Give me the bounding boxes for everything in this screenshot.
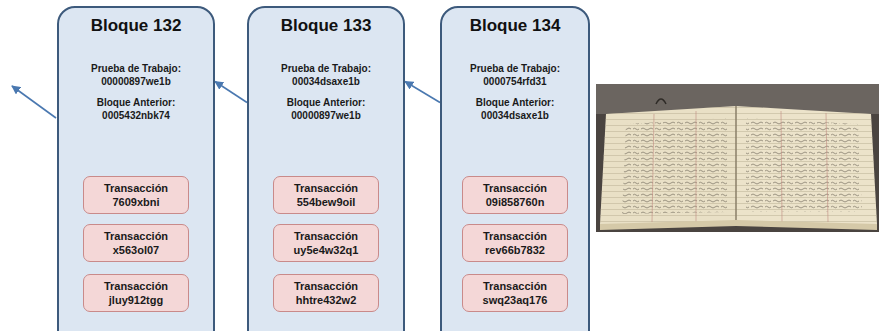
transaction-box: Transacción09i858760n <box>462 176 568 214</box>
transaction-id: uy5e4w32q1 <box>280 243 372 257</box>
field-label: Bloque Anterior: <box>249 96 403 109</box>
transaction-box: Transacciónjluy912tgg <box>83 274 189 312</box>
transaction-label: Transacción <box>90 279 182 293</box>
hash-value: 00000897we1b <box>249 109 403 122</box>
transaction-label: Transacción <box>280 181 372 195</box>
field-label: Prueba de Trabajo: <box>59 62 213 75</box>
transaction-id: jluy912tgg <box>90 293 182 307</box>
transaction-id: rev66b7832 <box>469 243 561 257</box>
field-label: Prueba de Trabajo: <box>442 62 588 75</box>
field-label: Bloque Anterior: <box>442 96 588 109</box>
transaction-box: Transacciónuy5e4w32q1 <box>273 224 379 262</box>
hash-value: 00034dsaxe1b <box>442 109 588 122</box>
field-label: Prueba de Trabajo: <box>249 62 403 75</box>
transaction-box: Transacción7609xbni <box>83 176 189 214</box>
transaction-label: Transacción <box>90 229 182 243</box>
ledger-photo <box>596 84 879 232</box>
transaction-box: Transacciónswq23aq176 <box>462 274 568 312</box>
chain-arrow <box>405 82 440 103</box>
chain-arrow <box>215 82 247 103</box>
transaction-id: hhtre432w2 <box>280 293 372 307</box>
transaction-box: Transacciónrev66b7832 <box>462 224 568 262</box>
hash-value: 0005432nbk74 <box>59 109 213 122</box>
transaction-label: Transacción <box>280 279 372 293</box>
hash-value: 0000754rfd31 <box>442 75 588 88</box>
block-box: Bloque 132Prueba de Trabajo:00000897we1b… <box>57 6 215 331</box>
transaction-label: Transacción <box>90 181 182 195</box>
transaction-box: Transacciónx563ol07 <box>83 224 189 262</box>
transaction-id: x563ol07 <box>90 243 182 257</box>
transaction-label: Transacción <box>469 181 561 195</box>
transaction-label: Transacción <box>469 279 561 293</box>
hash-value: 00034dsaxe1b <box>249 75 403 88</box>
transaction-label: Transacción <box>280 229 372 243</box>
transaction-id: 09i858760n <box>469 195 561 209</box>
field-label: Bloque Anterior: <box>59 96 213 109</box>
transaction-id: 7609xbni <box>90 195 182 209</box>
transaction-id: swq23aq176 <box>469 293 561 307</box>
chain-arrow <box>12 86 56 118</box>
hash-value: 00000897we1b <box>59 75 213 88</box>
transaction-label: Transacción <box>469 229 561 243</box>
block-title: Bloque 134 <box>442 16 588 36</box>
transaction-box: Transacción554bew9oil <box>273 176 379 214</box>
block-title: Bloque 132 <box>59 16 213 36</box>
block-box: Bloque 133Prueba de Trabajo:00034dsaxe1b… <box>247 6 405 331</box>
transaction-box: Transacciónhhtre432w2 <box>273 274 379 312</box>
block-box: Bloque 134Prueba de Trabajo:0000754rfd31… <box>440 6 590 331</box>
block-title: Bloque 133 <box>249 16 403 36</box>
transaction-id: 554bew9oil <box>280 195 372 209</box>
